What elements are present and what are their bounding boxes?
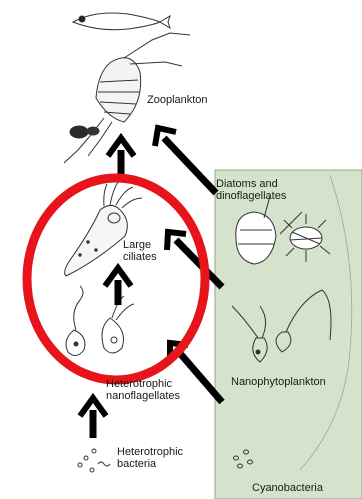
bacteria-drawing [78, 449, 110, 472]
arrow-diatoms-to-zooplankton [155, 128, 216, 193]
arrow-nanoflagellates-to-ciliates [105, 268, 131, 305]
label-nanophytoplankton: Nanophytoplankton [231, 376, 326, 388]
fish-larva-drawing [73, 13, 170, 30]
label-heterotrophic-bacteria: Heterotrophic bacteria [117, 446, 197, 470]
label-diatoms-dinoflagellates: Diatoms and dinoflagellates [216, 178, 346, 202]
phytoplankton-panel [215, 170, 362, 499]
nanoflagellate-drawing [66, 286, 134, 356]
label-zooplankton: Zooplankton [147, 94, 208, 106]
arrow-ciliates-to-zooplankton [108, 138, 134, 175]
label-large-ciliates: Large ciliates [123, 239, 183, 263]
label-heterotrophic-nanoflagellates: Heterotrophic nanoflagellates [106, 378, 206, 402]
arrow-bacteria-to-nanoflagellates [80, 398, 106, 438]
label-cyanobacteria: Cyanobacteria [252, 482, 323, 494]
